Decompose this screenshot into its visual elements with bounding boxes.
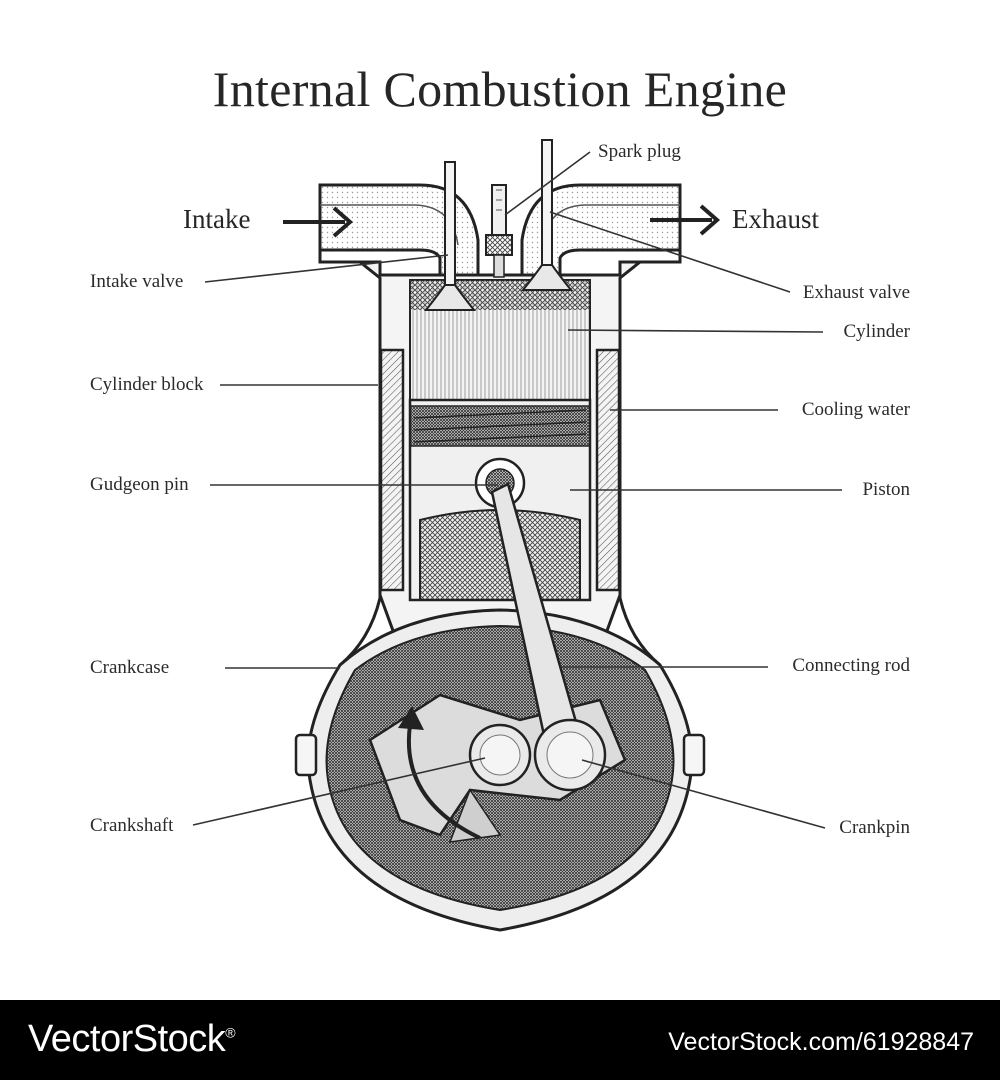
cooling-jacket-right <box>595 348 621 592</box>
intake-valve <box>423 161 477 311</box>
label-exhaust-valve: Exhaust valve <box>802 282 910 303</box>
rotation-arrow-icon <box>398 706 481 840</box>
intake-arrow-icon <box>283 206 354 238</box>
vectorstock-logo[interactable]: VectorStock® <box>28 1018 236 1061</box>
label-piston: Piston <box>862 479 910 500</box>
watermark-footer: VectorStock® VectorStock.com/61928847 <box>0 1000 1000 1080</box>
leader-lines <box>192 151 842 829</box>
label-crankpin: Crankpin <box>839 817 910 838</box>
registered-mark: ® <box>225 1024 236 1041</box>
brand-name: VectorStock <box>28 1018 226 1060</box>
label-intake-valve: Intake valve <box>90 271 184 292</box>
label-cylinder-block: Cylinder block <box>90 374 204 395</box>
label-crankshaft: Crankshaft <box>90 815 174 836</box>
label-cooling-water: Cooling water <box>801 399 910 420</box>
crankpin <box>533 718 607 792</box>
diagram-title: Internal Combustion Engine <box>212 61 788 117</box>
label-connecting-rod: Connecting rod <box>792 655 910 676</box>
exhaust-valve <box>520 139 574 291</box>
label-intake: Intake <box>183 204 251 234</box>
label-crankcase: Crankcase <box>90 657 170 678</box>
label-gudgeon-pin: Gudgeon pin <box>90 474 189 495</box>
spark-plug <box>485 184 513 278</box>
engine-illustration <box>192 139 842 932</box>
engine-diagram: Internal Combustion Engine <box>90 61 911 932</box>
label-spark-plug: Spark plug <box>598 141 681 162</box>
image-url[interactable]: VectorStock.com/61928847 <box>668 1028 974 1056</box>
crankshaft <box>468 723 532 787</box>
exhaust-arrow-icon <box>650 204 721 236</box>
label-exhaust: Exhaust <box>732 204 819 234</box>
cooling-jacket-left <box>379 348 405 592</box>
label-cylinder: Cylinder <box>843 321 911 342</box>
